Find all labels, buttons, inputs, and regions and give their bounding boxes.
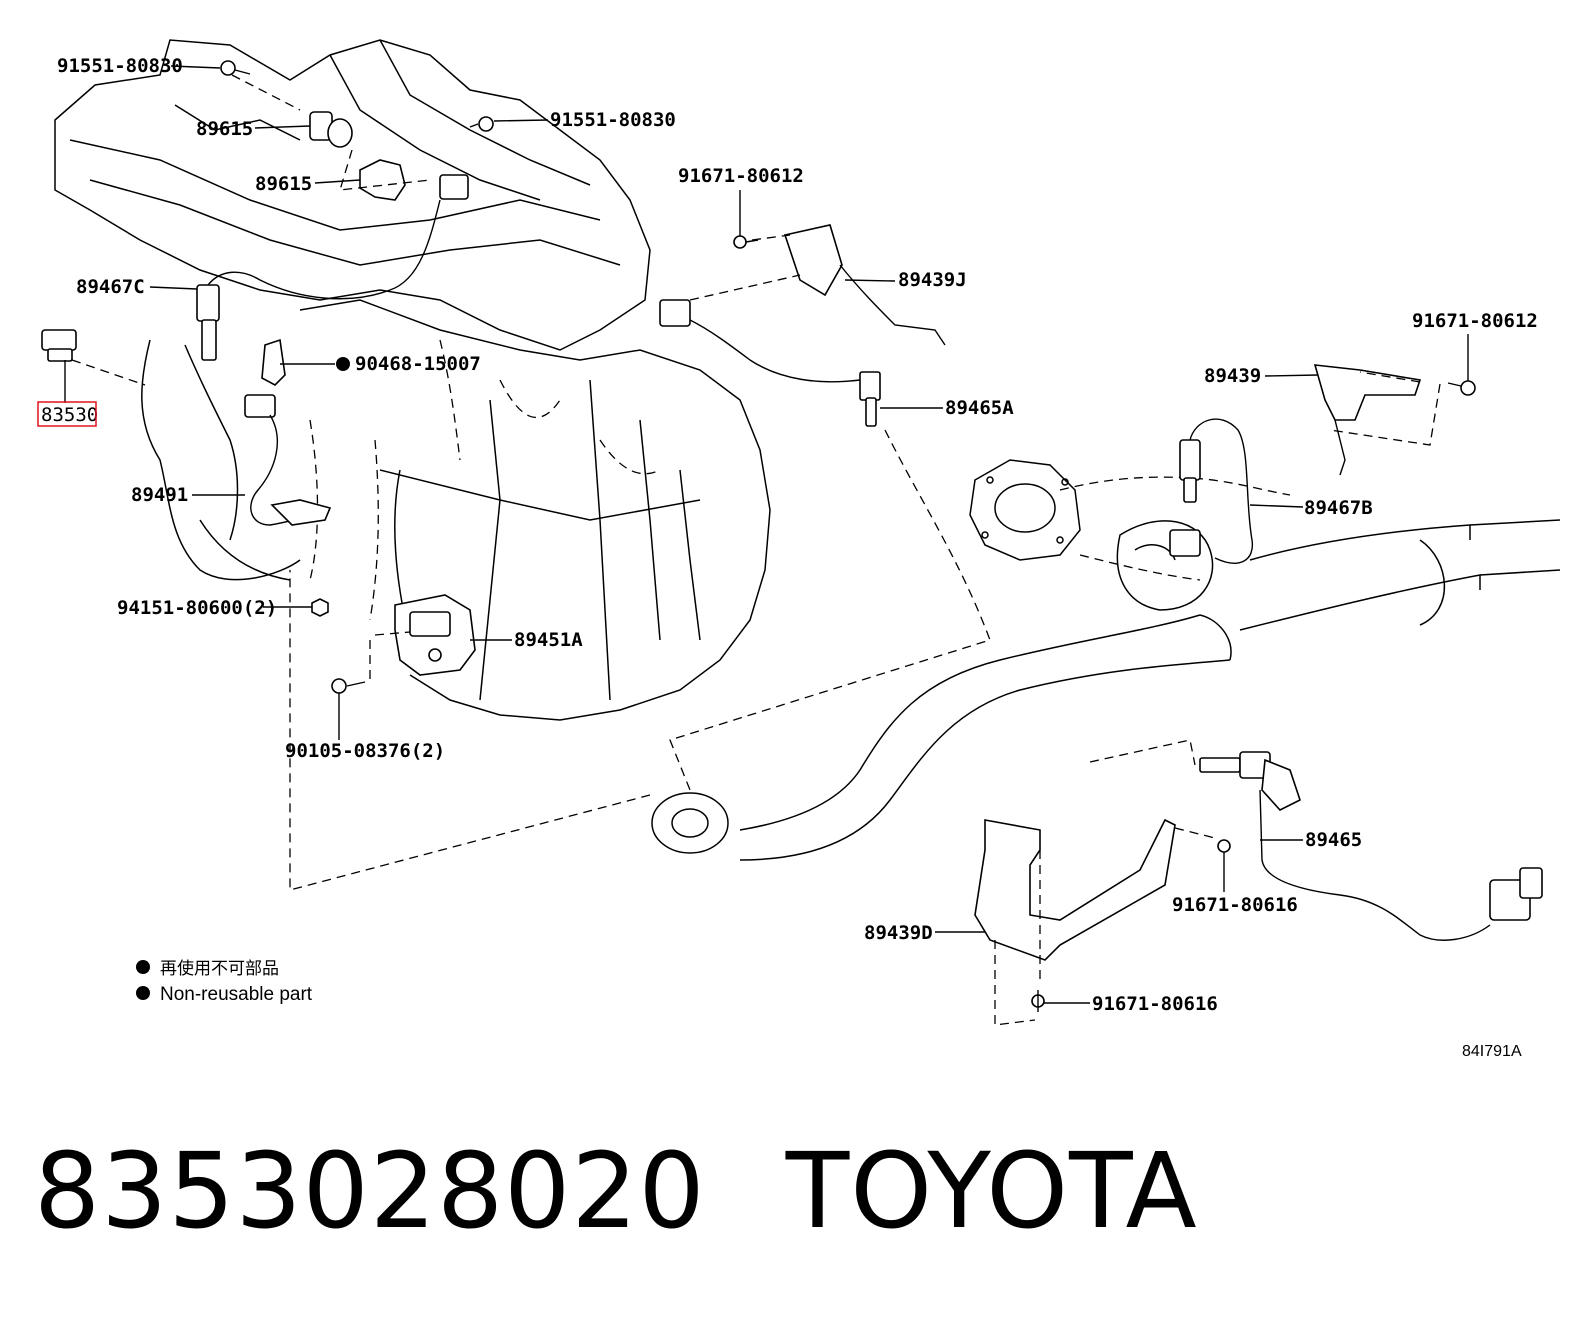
bracket-89439 (1313, 364, 1422, 476)
callout-89465A: 89465A (945, 397, 1014, 419)
callout-89451A: 89451A (514, 629, 583, 651)
sensor-89465 (1199, 751, 1543, 941)
callout-90105-08376: 90105-08376(2) (285, 740, 445, 762)
bolt-91671-80616-a (1217, 839, 1231, 853)
legend-text-en: Non-reusable part (160, 984, 313, 1005)
exhaust-system (651, 459, 1561, 861)
parts-group (41, 60, 1543, 1012)
callout-89615-lower: 89615 (255, 173, 312, 195)
connector-upper (439, 174, 469, 200)
legend-bullet-2 (136, 986, 150, 1000)
footer-part-number: 8353028020 (34, 1130, 706, 1252)
callout-89615-upper: 89615 (196, 118, 253, 140)
bolt-91671-80612-top (733, 235, 759, 249)
sensor-89467B (1169, 418, 1254, 564)
callout-89439: 89439 (1204, 365, 1261, 387)
highlight-box-83530 (37, 401, 97, 427)
callout-91671-80616-a: 91671-80616 (1172, 894, 1298, 916)
bracket-89439D (974, 818, 1176, 961)
bracket-89439J (783, 224, 946, 346)
bracket-89491 (270, 499, 332, 526)
callout-91551-80830-right: 91551-80830 (550, 109, 676, 131)
callout-94151-80600: 94151-80600(2) (117, 597, 277, 619)
callout-89439J: 89439J (898, 269, 967, 291)
legend-text-jp: 再使用不可部品 (160, 958, 279, 979)
sensor-89465A (659, 299, 881, 427)
footer-brand: TOYOTA (785, 1130, 1198, 1252)
drawing-code: 84I791A (1462, 1043, 1522, 1060)
bolt-91671-80616-b (1031, 990, 1045, 1012)
callout-90468-15007: 90468-15007 (355, 353, 481, 375)
callout-91671-80616-b: 91671-80616 (1092, 993, 1218, 1015)
bolt-91671-80612-right (1447, 380, 1476, 396)
bolt-91551-right (469, 116, 494, 132)
legend: 再使用不可部品 Non-reusable part (136, 958, 313, 1005)
sensor-89615-lower (359, 159, 406, 201)
clip-90468 (261, 338, 341, 386)
switch-83530 (41, 329, 77, 362)
callout-89439D: 89439D (864, 922, 933, 944)
switch-89451A (394, 594, 476, 676)
callout-91671-80612-right: 91671-80612 (1412, 310, 1538, 332)
callout-89467B: 89467B (1304, 497, 1373, 519)
sensor-89615-upper (309, 111, 353, 148)
callout-labels: 91551-80830 91551-80830 89615 89615 9167… (37, 55, 1538, 1015)
bolt-91551-top (220, 60, 251, 76)
callout-89467C: 89467C (76, 276, 145, 298)
dashed-assembly-lines (71, 74, 1441, 1026)
callout-91551-80830-top: 91551-80830 (57, 55, 183, 77)
callout-91671-80612-top: 91671-80612 (678, 165, 804, 187)
bolt-90105 (331, 678, 366, 694)
legend-bullet-1 (136, 960, 150, 974)
callout-89465: 89465 (1305, 829, 1362, 851)
callout-83530: 83530 (41, 404, 98, 426)
callout-89491: 89491 (131, 484, 188, 506)
nut-94151 (311, 598, 329, 617)
non-reusable-marker-90468 (336, 357, 350, 371)
leader-lines (64, 65, 1469, 1004)
sensor-89467C (196, 199, 441, 361)
footer-title: 8353028020 TOYOTA (34, 1130, 1198, 1252)
